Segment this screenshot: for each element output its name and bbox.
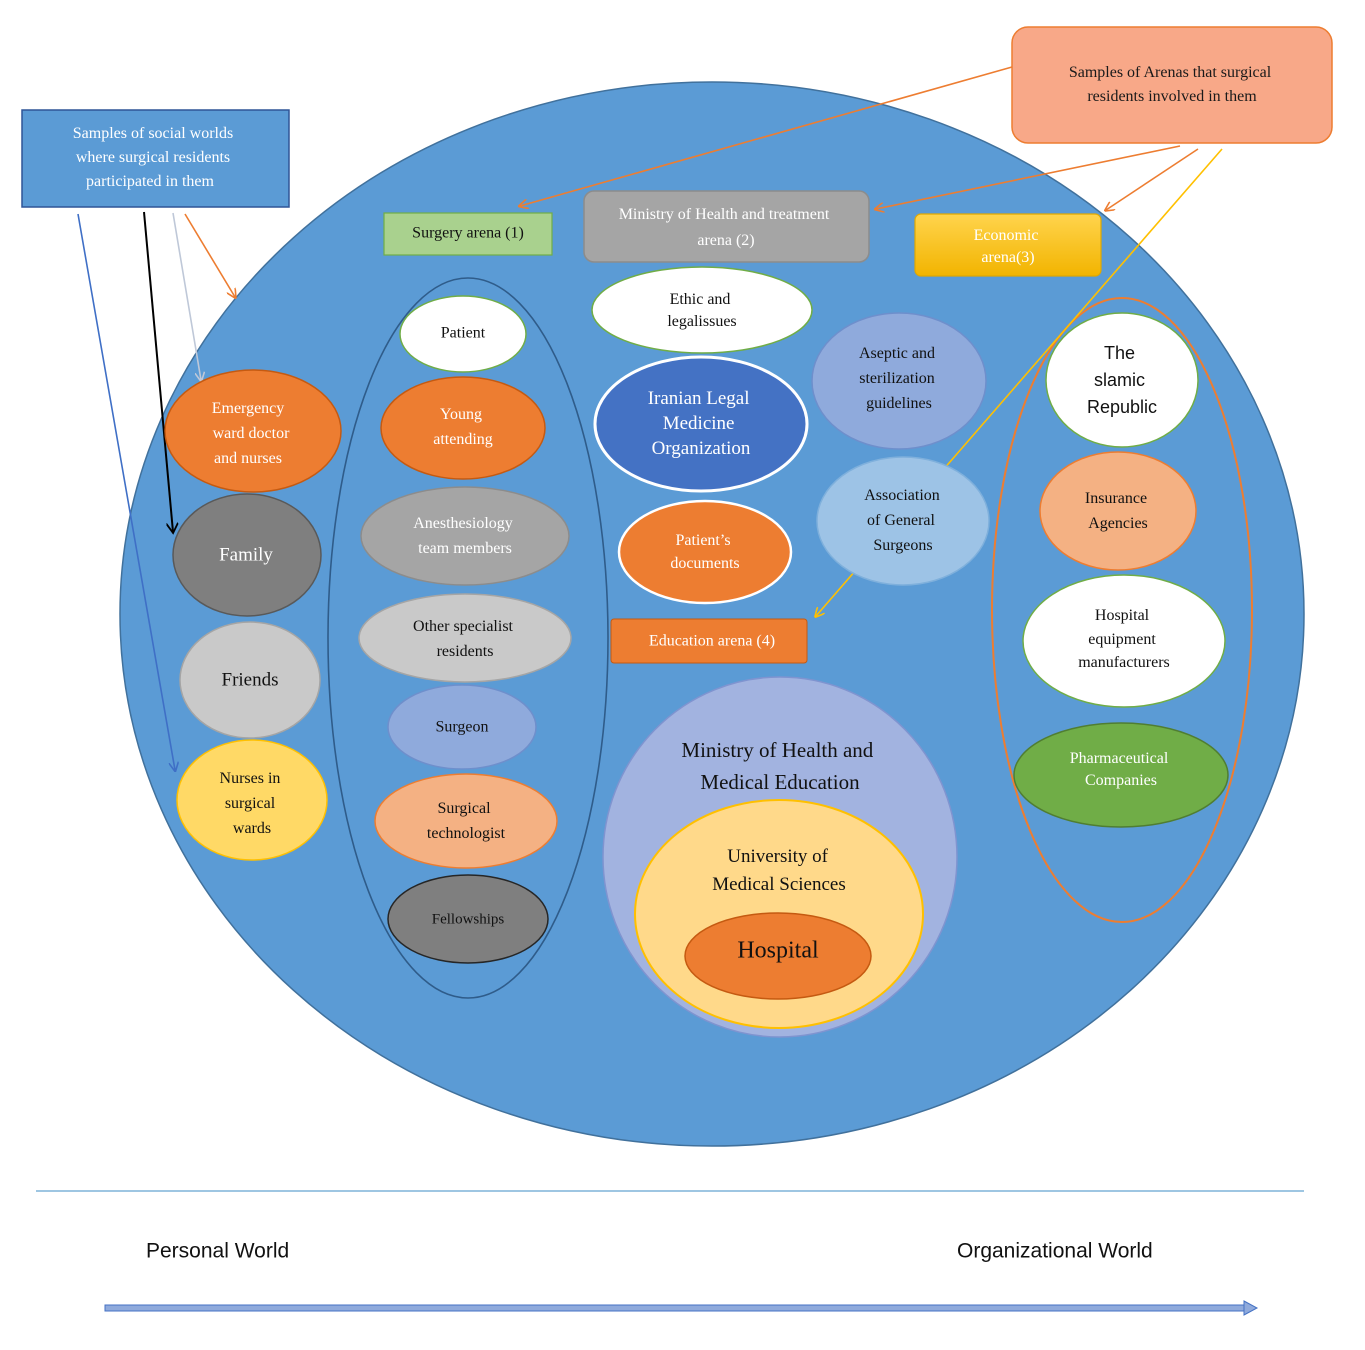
aseptic-label: Aseptic and sterilization guidelines xyxy=(859,345,939,412)
arrow-to-surgery-group xyxy=(184,213,235,297)
family-node xyxy=(172,493,322,617)
ethic-legal-node xyxy=(591,266,813,354)
nurses-label: Nurses in surgical wards xyxy=(220,770,285,837)
personal-world-label: Personal World xyxy=(146,1240,289,1263)
legal-medicine-node xyxy=(593,355,809,493)
anesthesiology-node xyxy=(360,486,570,586)
personal-to-organizational-arrow xyxy=(104,1300,1259,1316)
surgery-arena-group-outline xyxy=(327,277,609,999)
insurance-node xyxy=(1039,451,1197,571)
surgical-technologist-label: Surgical technologist xyxy=(427,800,506,842)
emergency-ward-label: Emergency ward doctor and nurses xyxy=(212,400,294,467)
association-label: Association of General Surgeons xyxy=(864,487,944,554)
arrow-to-surgery-arena xyxy=(520,66,1013,206)
surgeon-label: Surgeon xyxy=(435,719,488,736)
other-specialist-label: Other specialist residents xyxy=(413,618,517,660)
patient-documents-node xyxy=(617,499,793,605)
other-specialist-node xyxy=(358,593,572,683)
emergency-ward-node xyxy=(164,369,342,493)
family-label: Family xyxy=(219,544,273,565)
islamic-republic-node xyxy=(1045,312,1199,448)
ministry-education-label: Ministry of Health and Medical Education xyxy=(681,738,878,794)
economic-arena-label-box xyxy=(914,213,1102,277)
young-attending-node xyxy=(380,376,546,480)
economic-arena-label: Economic arena(3) xyxy=(974,227,1043,266)
anesthesiology-label: Anesthesiology team members xyxy=(413,515,517,557)
association-node xyxy=(816,456,990,586)
surgical-technologist-node xyxy=(374,773,558,869)
fellowships-label: Fellowships xyxy=(432,911,505,927)
education-arena-label-box xyxy=(610,618,808,664)
arrow-to-family xyxy=(143,211,173,532)
pharma-label: Pharmaceutical Companies xyxy=(1070,750,1173,789)
education-arena-label: Education arena (4) xyxy=(649,633,775,650)
fellowships-node xyxy=(387,874,549,964)
islamic-republic-label: The slamic Republic xyxy=(1087,343,1157,417)
nurses-node xyxy=(176,739,328,861)
arrow-to-nurses xyxy=(77,213,175,770)
legal-medicine-label: Iranian Legal Medicine Organization xyxy=(648,388,755,459)
university-label: University of Medical Sciences xyxy=(712,846,845,895)
arenas-callout-text: Samples of Arenas that surgical resident… xyxy=(1069,64,1275,105)
surgeon-node xyxy=(387,684,537,770)
hospital-label: Hospital xyxy=(737,938,819,964)
ministry-treatment-arena-label-box xyxy=(583,190,870,263)
arrow-to-economic-arena xyxy=(1106,148,1199,210)
patient-label: Patient xyxy=(441,325,486,342)
equipment-label: Hospital equipment manufacturers xyxy=(1078,607,1170,671)
arrow-to-emergency xyxy=(172,212,201,380)
ethic-legal-label: Ethic and legalissues xyxy=(667,291,736,330)
surgery-arena-label-box xyxy=(383,212,553,256)
organizational-world-label: Organizational World xyxy=(957,1240,1153,1263)
economic-arena-group-outline xyxy=(991,297,1253,923)
surgery-arena-label: Surgery arena (1) xyxy=(412,225,524,242)
social-worlds-callout-text: Samples of social worlds where surgical … xyxy=(73,125,237,190)
aseptic-node xyxy=(811,312,987,450)
equipment-node xyxy=(1022,574,1226,708)
arrow-to-ministry-treatment-arena xyxy=(876,145,1181,209)
pharma-node xyxy=(1013,722,1229,828)
hospital-node xyxy=(684,912,872,1000)
patient-documents-label: Patient’s documents xyxy=(670,532,739,572)
patient-node xyxy=(399,295,527,373)
arenas-callout xyxy=(1011,26,1333,144)
ministry-treatment-arena-label: Ministry of Health and treatment arena (… xyxy=(619,206,834,249)
young-attending-label: Young attending xyxy=(433,406,493,448)
social-worlds-callout xyxy=(21,109,290,208)
insurance-label: Insurance Agencies xyxy=(1085,490,1151,532)
friends-label: Friends xyxy=(222,669,279,690)
friends-node xyxy=(179,621,321,739)
